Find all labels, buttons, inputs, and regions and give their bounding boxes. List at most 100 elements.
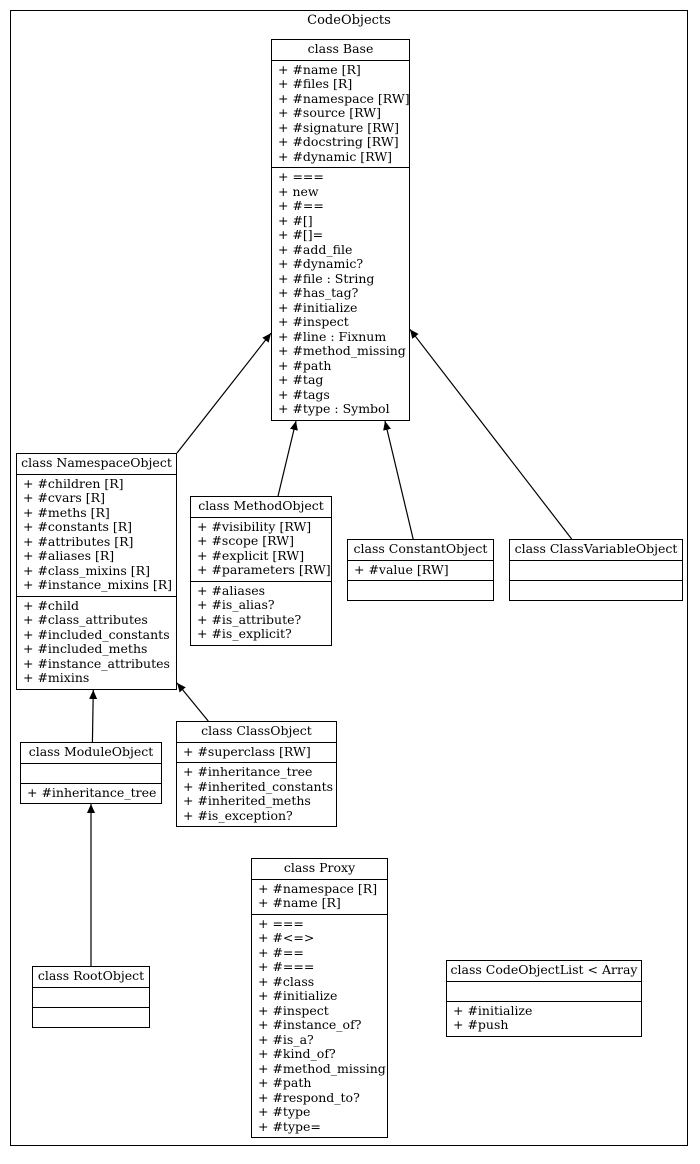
method-entry: + #is_explicit? [197,626,292,641]
method-entry: + #mixins [23,670,90,685]
attribute-entry: + #signature [RW] [278,119,399,135]
method-entry: + #inheritance_tree [27,784,157,800]
method-entry: + #respond_to? [258,1089,360,1105]
class-box-constant-object: class ConstantObject + #value [RW] [347,539,494,601]
method-entry: + #push [453,1017,509,1032]
attribute-entry: + #visibility [RW] [197,518,312,534]
attribute-entry: + #cvars [R] [23,490,105,505]
attribute-entry: + #meths [R] [23,504,110,520]
method-entry: + #initialize [258,988,338,1003]
method-entry: + #type= [258,1118,321,1134]
attributes-compartment: + #namespace [R]+ #name [R] [252,878,387,914]
inheritance-arrow-namespace-object-to-base [176,332,272,454]
attribute-entry: + #dynamic [RW] [278,148,393,164]
method-entry: + #method_missing [258,1060,386,1076]
method-entry: + #included_constants [23,626,170,642]
method-entry: + #<=> [258,930,315,945]
method-entry: + #inheritance_tree [183,764,313,779]
attribute-entry: + #namespace [RW] [278,90,410,106]
method-entry: + #tag [278,372,324,387]
attributes-compartment: + #value [RW] [348,559,493,581]
attribute-entry: + #name [R] [258,895,341,910]
inheritance-arrow-constant-object-to-base [383,420,414,540]
attribute-entry: + #namespace [R] [258,880,378,896]
methods-compartment: + ===+ #<=>+ #==+ #===+ #class+ #initial… [252,913,387,1138]
attributes-compartment: + #superclass [RW] [177,741,336,763]
class-name: class RootObject [37,968,145,983]
method-entry: + #class_attributes [23,612,148,627]
attributes-compartment [21,762,161,783]
method-entry: + #tags [278,386,330,402]
class-box-method-object: class MethodObject+ #visibility [RW]+ #s… [190,496,332,646]
method-entry: + #class [258,973,315,989]
method-entry: + #=== [258,959,315,974]
method-entry: + #== [258,944,304,960]
method-entry: + #type : Symbol [278,401,390,416]
package-frame: CodeObjects [10,10,688,1146]
inheritance-arrow-class-variable-object-to-base [409,328,573,540]
method-entry: + #method_missing [278,343,406,358]
method-entry: + #instance_of? [258,1017,362,1032]
class-box-code-object-list: class CodeObjectList < Array+ #initializ… [446,960,642,1037]
method-entry: + #inspect [278,314,349,329]
method-entry: + #included_meths [23,641,148,656]
methods-compartment: + #inheritance_tree [21,782,161,804]
method-entry: + #is_attribute? [197,611,302,627]
inheritance-arrow-method-object-to-base [277,420,298,497]
attribute-entry: + #parameters [RW] [197,562,331,577]
class-box-root-object: class RootObject [32,966,150,1028]
method-entry: + #has_tag? [278,285,359,300]
class-name: class ClassObject [201,723,312,738]
method-entry: + #is_exception? [183,807,293,823]
method-entry: + #line : Fixnum [278,328,387,344]
class-name: class ConstantObject [353,541,488,556]
method-entry: + #add_file [278,241,353,257]
class-box-class-variable-object: class ClassVariableObject [509,539,683,601]
class-name: class Proxy [283,860,356,875]
method-entry: + new [278,183,319,199]
method-entry: + #path [258,1075,312,1090]
method-entry: + #aliases [197,582,266,598]
attribute-entry: + #files [R] [278,76,353,91]
method-entry: + #kind_of? [258,1046,336,1061]
method-entry: + #inspect [258,1002,329,1018]
method-entry: + === [278,169,324,184]
method-entry: + #type [258,1104,311,1119]
methods-compartment: + ===+ new+ #==+ #[]+ #[]=+ #add_file+ #… [272,167,409,420]
method-entry: + #instance_attributes [23,655,170,671]
class-box-proxy: class Proxy+ #namespace [R]+ #name [R]+ … [251,858,388,1138]
methods-compartment: + #aliases+ #is_alias?+ #is_attribute?+ … [191,580,331,645]
attribute-entry: + #instance_mixins [R] [23,577,173,592]
methods-compartment [348,580,493,600]
methods-compartment [510,579,682,600]
method-entry: + #== [278,198,324,213]
attributes-compartment: + #visibility [RW]+ #scope [RW]+ #explic… [191,516,331,581]
method-entry: + #is_a? [258,1031,314,1047]
method-entry: + === [258,915,304,931]
attribute-entry: + #attributes [R] [23,533,134,549]
methods-compartment: + #child+ #class_attributes+ #included_c… [17,595,176,689]
method-entry: + #initialize [278,299,358,315]
attribute-entry: + #scope [RW] [197,533,294,548]
attribute-entry: + #class_mixins [R] [23,562,150,578]
attributes-compartment: + #children [R]+ #cvars [R]+ #meths [R]+… [17,473,176,596]
attribute-entry: + #name [R] [278,61,361,77]
attribute-entry: + #source [RW] [278,105,381,120]
class-box-module-object: class ModuleObject + #inheritance_tree [20,742,162,804]
attributes-compartment [510,559,682,580]
method-entry: + #path [278,357,332,373]
attributes-compartment: + #name [R]+ #files [R]+ #namespace [RW]… [272,59,410,168]
methods-compartment [33,1006,149,1027]
method-entry: + #dynamic? [278,256,364,271]
inheritance-arrow-module-object-to-namespace-object [89,689,98,743]
attribute-entry: + #superclass [RW] [183,743,311,759]
attribute-entry: + #aliases [R] [23,548,115,563]
class-box-base: class Base+ #name [R]+ #files [R]+ #name… [271,39,410,421]
method-entry: + #initialize [453,1002,533,1018]
attribute-entry: + #docstring [RW] [278,134,399,149]
attributes-compartment [33,986,149,1007]
inheritance-arrow-class-object-to-namespace-object [176,682,209,722]
class-name: class ModuleObject [28,744,154,759]
attribute-entry: + #value [RW] [354,561,449,577]
